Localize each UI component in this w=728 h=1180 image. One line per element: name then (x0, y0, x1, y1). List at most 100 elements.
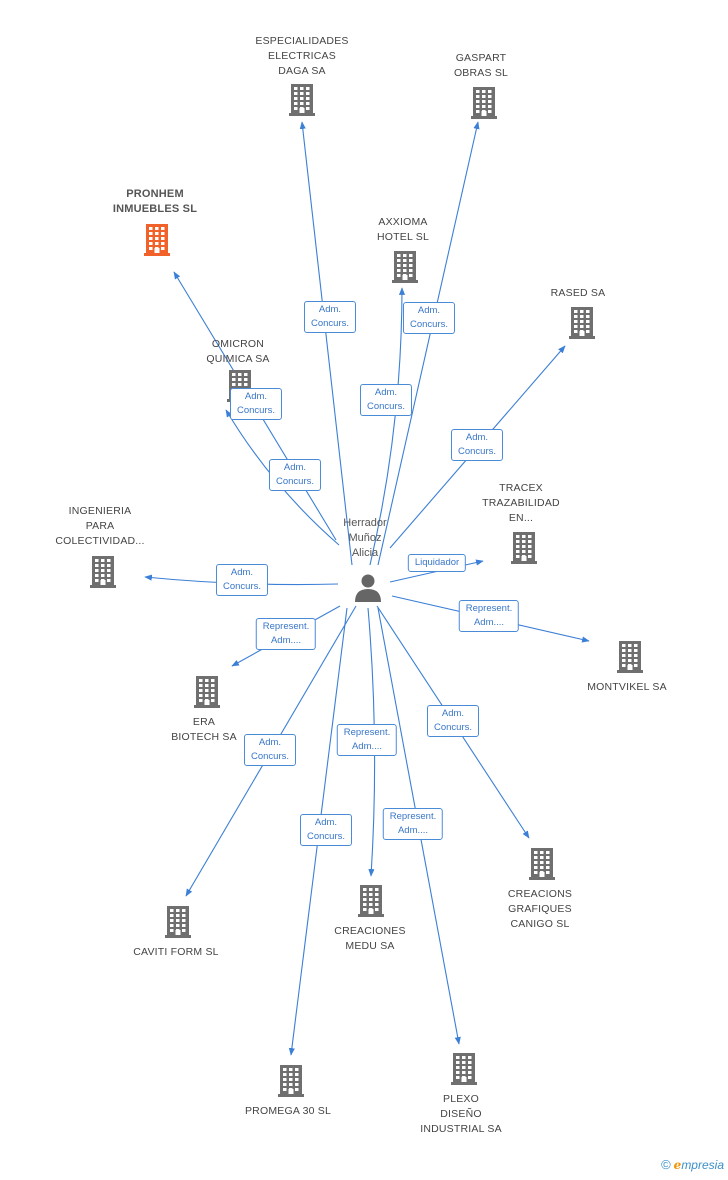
person-name-line: Herrador (343, 517, 387, 529)
edge-label-line: Concurs. (236, 405, 276, 416)
edge-label-line: Adm.... (397, 825, 429, 836)
edge-axxioma (369, 287, 406, 566)
company-label-line: AXXIOMA (378, 216, 428, 228)
edge-label-line: Represent. (262, 621, 310, 632)
company-label-montvikel[interactable]: MONTVIKEL SA (552, 680, 702, 695)
edge-label-line: Concurs. (275, 476, 315, 487)
era-building-icon[interactable] (194, 676, 220, 708)
edge-label-line: Adm. (314, 817, 338, 828)
edge-label-pronhem[interactable]: Adm. Concurs. (229, 388, 283, 420)
edge-gaspart (377, 121, 480, 566)
edge-label-line: Adm.... (270, 635, 302, 646)
company-label-line: DISEÑO (440, 1108, 482, 1120)
edge-label-line: Adm. (374, 387, 398, 398)
company-label-especialidades[interactable]: ESPECIALIDADES ELECTRICAS DAGA SA (227, 34, 377, 79)
ingenieria-building-icon[interactable] (90, 556, 116, 588)
edge-label-line: Adm. (244, 391, 268, 402)
rased-building-icon[interactable] (569, 307, 595, 339)
company-label-line: GASPART (455, 52, 507, 64)
edge-label-line: Concurs. (222, 581, 262, 592)
person-name-line: Alicia (351, 547, 379, 559)
company-label-line: INDUSTRIAL SA (420, 1123, 502, 1135)
company-label-line: INMUEBLES SL (112, 203, 198, 215)
edge-label-montvikel[interactable]: Represent. Adm.... (458, 600, 520, 632)
company-label-rased[interactable]: RASED SA (503, 286, 653, 301)
edge-label-caviti[interactable]: Adm.Concurs. (243, 734, 297, 766)
edge-label-creacions[interactable]: Adm.Concurs. (426, 705, 480, 737)
company-label-line: TRACEX (499, 482, 543, 494)
copyright-symbol: © (661, 1157, 671, 1172)
edge-label-omicron[interactable]: Adm.Concurs. (268, 459, 322, 491)
company-label-line: PARA (85, 520, 115, 532)
company-label-line: COLECTIVIDAD... (55, 535, 145, 547)
company-label-line: RASED SA (550, 287, 606, 299)
pronhem-building-icon[interactable] (144, 224, 170, 256)
company-label-line: ELECTRICAS (268, 50, 336, 62)
edge-label-ingenieria[interactable]: Adm. Concurs. (215, 564, 269, 596)
caviti-building-icon[interactable] (165, 906, 191, 938)
edge-label-line: Concurs. (310, 318, 350, 329)
edge-label-especialidades[interactable]: Adm. Concurs. (303, 301, 357, 333)
person-icon[interactable] (355, 574, 381, 603)
edge-label-gaspart[interactable]: Adm.Concurs. (402, 302, 456, 334)
company-label-axxioma[interactable]: AXXIOMA HOTEL SL (328, 215, 478, 245)
company-label-line: OMICRON (211, 338, 265, 350)
creaciones-building-icon[interactable] (358, 885, 384, 917)
especialidades-building-icon[interactable] (289, 84, 315, 116)
edge-label-axxioma[interactable]: Adm. Concurs. (359, 384, 413, 416)
company-label-line: DAGA SA (278, 65, 326, 77)
company-label-line: OBRAS SL (453, 67, 509, 79)
axxioma-building-icon[interactable] (392, 251, 418, 283)
edge-label-tracex[interactable]: Liquidador (407, 554, 467, 572)
edge-label-creaciones[interactable]: Represent.Adm.... (336, 724, 398, 756)
edge-label-rased[interactable]: Adm.Concurs. (450, 429, 504, 461)
edge-label-line: Adm. (230, 567, 254, 578)
company-label-line: CREACIONES (334, 925, 406, 937)
gaspart-building-icon[interactable] (471, 87, 497, 119)
company-label-gaspart[interactable]: GASPART OBRAS SL (406, 51, 556, 81)
edge-label-line: Concurs. (433, 722, 473, 733)
creacions-building-icon[interactable] (529, 848, 555, 880)
tracex-building-icon[interactable] (511, 532, 537, 564)
company-label-line: PROMEGA 30 SL (244, 1105, 332, 1117)
company-label-line: CREACIONS (507, 888, 573, 900)
plexo-building-icon[interactable] (451, 1053, 477, 1085)
edge-label-line: Represent. (465, 603, 513, 614)
edge-label-promega[interactable]: Adm. Concurs. (299, 814, 353, 846)
empresia-logo[interactable]: ©empresia (661, 1157, 724, 1172)
company-label-line: ERA (192, 716, 216, 728)
nodes-layer (90, 84, 643, 1097)
montvikel-building-icon[interactable] (617, 641, 643, 673)
company-label-line: MONTVIKEL SA (587, 681, 667, 693)
edge-label-era[interactable]: Represent. Adm.... (255, 618, 317, 650)
promega-building-icon[interactable] (278, 1065, 304, 1097)
company-label-line: PLEXO (442, 1093, 480, 1105)
company-label-line: GRAFIQUES (508, 903, 572, 915)
brand-e: e (673, 1158, 682, 1172)
edge-label-line: Concurs. (409, 319, 449, 330)
company-label-caviti[interactable]: CAVITI FORM SL (101, 945, 251, 960)
company-label-line: CAVITI FORM SL (133, 946, 219, 958)
edge-label-line: Concurs. (366, 401, 406, 412)
edge-label-plexo[interactable]: Represent. Adm.... (382, 808, 444, 840)
edge-label-line: Liquidador (414, 557, 460, 568)
edge-label-line: Represent. (389, 811, 437, 822)
company-label-line: PRONHEM (126, 188, 184, 200)
edge-label-line: Adm. (318, 304, 342, 315)
brand-name: mpresia (681, 1158, 724, 1172)
company-label-line: HOTEL SL (377, 231, 429, 243)
edge-label-line: Concurs. (306, 831, 346, 842)
company-label-promega[interactable]: PROMEGA 30 SL (213, 1104, 363, 1119)
edge-label-line: Adm.... (351, 741, 383, 752)
company-label-pronhem[interactable]: PRONHEM INMUEBLES SL (80, 187, 230, 217)
company-label-plexo[interactable]: PLEXO DISEÑO INDUSTRIAL SA (386, 1092, 536, 1137)
company-label-line: ESPECIALIDADES (255, 35, 349, 47)
edge-label-line: Adm.... (473, 617, 505, 628)
